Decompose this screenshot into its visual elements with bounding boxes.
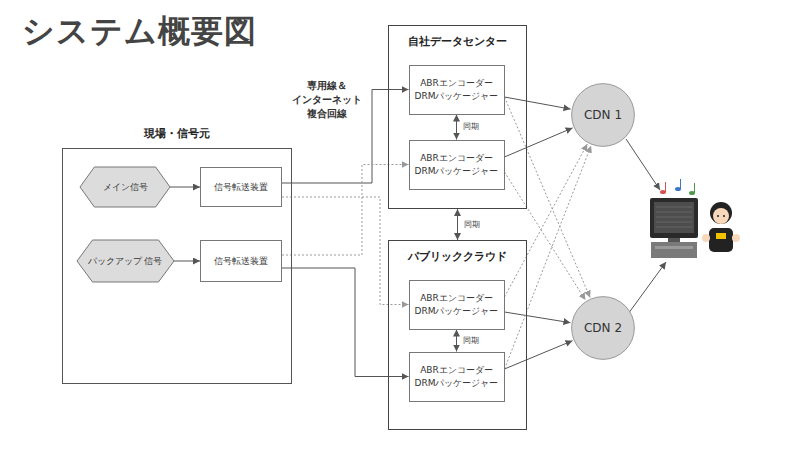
cdn-to-viewer-arrow — [628, 262, 666, 314]
hand — [732, 234, 740, 242]
transfer-box: 信号転送装置 — [200, 240, 282, 282]
edge-label: 同期 — [462, 122, 480, 132]
connector — [456, 115, 457, 140]
connector — [457, 209, 458, 240]
diagram-title: システム概要図 — [22, 10, 257, 54]
site-box: 現場・信号元メイン信号信号転送装置バックアップ 信号信号転送装置 — [62, 148, 292, 384]
node-label: ABRエンコーダー DRMパッケージャー — [410, 77, 504, 101]
node-label: CDN 1 — [584, 107, 622, 123]
datacenter-box: 自社データセンターABRエンコーダー DRMパッケージャーABRエンコーダー D… — [388, 25, 527, 209]
circle-shape — [572, 297, 635, 360]
group-heading: 現場・信号元 — [43, 127, 311, 142]
edge-label: 同期 — [463, 220, 481, 230]
group-heading: 自社データセンター — [369, 35, 546, 50]
body — [709, 228, 733, 252]
network-label: 専用線＆ インターネット 複合回線 — [286, 79, 368, 121]
signal-hexagon: メイン信号 — [80, 167, 170, 207]
node-label: バックアップ 信号 — [88, 255, 163, 267]
signal-hexagon: バックアップ 信号 — [77, 240, 174, 282]
monitor — [650, 198, 698, 238]
node-label: CDN 2 — [584, 320, 622, 336]
node-label: ABRエンコーダー DRMパッケージャー — [410, 152, 504, 176]
connector — [505, 128, 573, 157]
connector — [282, 165, 409, 256]
desk-detail — [655, 246, 693, 249]
node-label: 信号転送装置 — [214, 181, 268, 193]
viewer-illustration — [626, 139, 740, 314]
music-notes — [660, 179, 695, 195]
shirt-print — [716, 233, 726, 239]
hexagon-shape — [77, 240, 174, 282]
encoder-box: ABRエンコーダー DRMパッケージャー — [409, 140, 505, 190]
transfer-box: 信号転送装置 — [200, 167, 282, 207]
node-label: ABRエンコーダー DRMパッケージャー — [410, 364, 504, 388]
group-heading: パブリッククラウド — [369, 250, 546, 265]
connector — [174, 261, 201, 262]
connector — [170, 187, 200, 188]
eye — [717, 215, 719, 217]
face — [713, 208, 729, 224]
encoder-box: ABRエンコーダー DRMパッケージャー — [409, 352, 505, 402]
node-label: 信号転送装置 — [214, 255, 268, 267]
cdn-to-viewer-arrow — [626, 139, 660, 190]
edge-label: 同期 — [462, 336, 480, 346]
node-label: ABRエンコーダー DRMパッケージャー — [410, 292, 504, 316]
connector — [505, 144, 588, 297]
connector — [505, 312, 571, 323]
hand — [702, 234, 710, 242]
cdn-circle: CDN 1 — [571, 83, 635, 147]
connector — [505, 172, 586, 300]
circle-shape — [572, 84, 635, 147]
hexagon-shape — [80, 167, 170, 207]
connector — [282, 197, 409, 305]
screen-lines — [656, 207, 692, 227]
eye — [723, 215, 725, 217]
connector — [282, 268, 409, 377]
node-label: メイン信号 — [103, 181, 148, 193]
cloud-box: パブリッククラウドABRエンコーダー DRMパッケージャーABRエンコーダー D… — [388, 240, 527, 430]
hair — [710, 202, 732, 224]
encoder-box: ABRエンコーダー DRMパッケージャー — [409, 65, 505, 115]
encoder-box: ABRエンコーダー DRMパッケージャー — [409, 280, 505, 330]
monitor-stand — [668, 238, 680, 242]
monitor-screen — [654, 202, 694, 233]
cdn-circle: CDN 2 — [571, 296, 635, 360]
connector — [505, 341, 573, 369]
connector — [505, 97, 571, 109]
desk — [651, 242, 697, 258]
connector — [456, 330, 457, 352]
